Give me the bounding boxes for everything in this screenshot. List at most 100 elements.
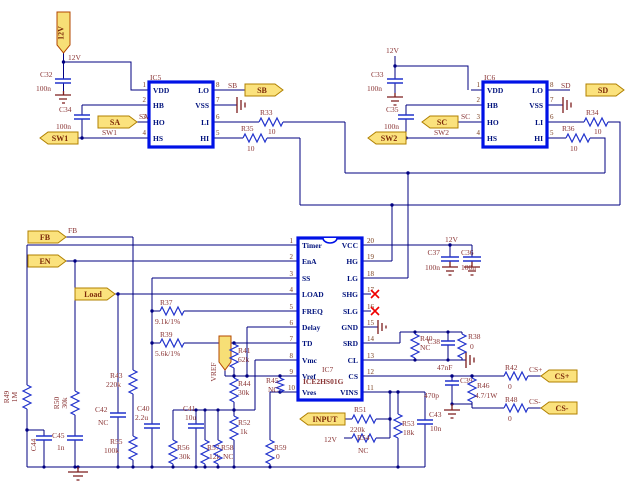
resistor-r54[interactable]: R54 NC xyxy=(351,432,377,455)
resistor-r48[interactable]: R48 0 xyxy=(503,395,529,423)
ground-icon xyxy=(464,261,480,276)
resistor-r34[interactable]: R34 10 xyxy=(583,108,609,136)
port-fb[interactable]: FB xyxy=(27,230,67,244)
capacitor-c33[interactable]: C33 100n xyxy=(367,70,403,93)
resistor-r46[interactable]: R46 4.7/1W xyxy=(466,377,498,403)
port-load[interactable]: Load xyxy=(74,287,116,301)
svg-text:14: 14 xyxy=(367,335,375,343)
resistor-r50[interactable]: R50 30k xyxy=(52,390,81,416)
capacitor-c34[interactable]: C34 100n xyxy=(56,105,90,131)
svg-text:10: 10 xyxy=(288,384,296,392)
svg-text:VDD: VDD xyxy=(487,86,504,95)
resistor-r56[interactable]: R56 30k xyxy=(167,439,191,465)
resistor-r59[interactable]: R59 0 xyxy=(264,439,287,465)
svg-text:47nF: 47nF xyxy=(437,363,452,372)
svg-text:R35: R35 xyxy=(241,124,254,133)
svg-text:CS-: CS- xyxy=(556,404,569,413)
capacitor-c36[interactable]: C36 100n xyxy=(461,248,481,272)
svg-text:LOAD: LOAD xyxy=(302,290,324,299)
capacitor-c44[interactable]: C44 xyxy=(29,435,52,452)
svg-text:EN: EN xyxy=(39,257,50,266)
svg-text:0: 0 xyxy=(508,414,512,423)
svg-text:12V: 12V xyxy=(324,435,338,444)
capacitor-c43[interactable]: C43 10n xyxy=(417,410,442,433)
port-sw1[interactable]: SW1 xyxy=(39,131,79,145)
resistor-r58[interactable]: R58 NC xyxy=(212,439,234,465)
resistor-r38[interactable]: R38 0 xyxy=(456,332,481,359)
resistor-r35[interactable]: R35 10 xyxy=(241,124,268,153)
svg-text:SC: SC xyxy=(437,118,447,127)
svg-text:C35: C35 xyxy=(386,105,399,114)
ic7-llc-controller[interactable]: IC7 ICE2HS01G 1 2 3 4 5 6 7 8 9 10 Timer… xyxy=(288,236,375,402)
ground-icon xyxy=(55,91,71,104)
port-input[interactable]: INPUT xyxy=(299,412,346,426)
port-sd[interactable]: SD xyxy=(585,83,625,97)
resistor-r42[interactable]: R42 0 xyxy=(503,363,529,391)
resistor-r44[interactable]: R44 30k xyxy=(228,377,251,403)
resistor-r43[interactable]: R43 220k xyxy=(106,369,139,395)
port-sw2[interactable]: SW2 xyxy=(367,131,407,145)
svg-text:0: 0 xyxy=(470,342,474,351)
resistor-r53[interactable]: R53 18k xyxy=(392,413,415,439)
svg-text:5: 5 xyxy=(550,129,554,137)
capacitor-c35[interactable]: C35 100n xyxy=(384,105,414,131)
port-sa[interactable]: SA xyxy=(97,115,138,129)
resistor-r33[interactable]: R33 10 xyxy=(258,108,284,136)
capacitor-c40[interactable]: C40 2.2u xyxy=(135,404,160,429)
svg-text:12V: 12V xyxy=(57,26,66,40)
port-cs-plus[interactable]: CS+ xyxy=(540,369,578,383)
resistor-r41[interactable]: R41 62k xyxy=(228,343,251,369)
port-12v-top-left[interactable]: 12V xyxy=(56,11,71,54)
resistor-r39[interactable]: R39 5.6k/1% xyxy=(155,330,185,358)
capacitor-c37[interactable]: C37 100n xyxy=(425,248,459,272)
ground-icon xyxy=(465,352,475,368)
svg-text:220k: 220k xyxy=(106,380,121,389)
capacitor-c39[interactable]: C39 470p xyxy=(424,376,473,400)
svg-text:R37: R37 xyxy=(160,298,173,307)
capacitor-c38[interactable]: C38 47nF xyxy=(427,337,455,372)
resistor-r37[interactable]: R37 9.1k/1% xyxy=(155,298,185,326)
svg-text:470p: 470p xyxy=(424,391,439,400)
svg-text:R42: R42 xyxy=(505,363,518,372)
svg-text:3: 3 xyxy=(477,113,481,121)
ic5-halfbridge-driver[interactable]: IC5 1 2 3 4 VDD HB HO HS 8 7 6 5 LO VSS … xyxy=(143,73,221,149)
svg-text:2: 2 xyxy=(477,96,481,104)
svg-text:6: 6 xyxy=(550,113,554,121)
svg-text:11: 11 xyxy=(367,384,374,392)
resistor-r52[interactable]: R52 1k xyxy=(228,415,251,441)
svg-text:4.7/1W: 4.7/1W xyxy=(475,391,498,400)
svg-text:C44: C44 xyxy=(29,439,38,452)
svg-text:R55: R55 xyxy=(110,437,123,446)
resistor-r40[interactable]: R40 NC xyxy=(409,333,433,359)
port-en[interactable]: EN xyxy=(27,254,67,268)
svg-text:VREF: VREF xyxy=(209,362,218,381)
svg-text:12V: 12V xyxy=(386,46,400,55)
svg-text:10n: 10n xyxy=(430,424,442,433)
capacitor-c42[interactable]: C42 NC xyxy=(95,405,126,427)
resistor-r57[interactable]: R57 12k xyxy=(199,439,221,465)
svg-text:SD: SD xyxy=(561,81,571,90)
port-sc[interactable]: SC xyxy=(421,115,459,129)
svg-text:9: 9 xyxy=(290,368,294,376)
resistor-r49[interactable]: R49 1M xyxy=(2,384,33,410)
ic6-halfbridge-driver[interactable]: IC6 1 2 3 4 VDD HB HO HS 8 7 6 5 LO VSS … xyxy=(477,73,555,149)
svg-text:15: 15 xyxy=(367,319,375,327)
svg-text:VINS: VINS xyxy=(340,388,358,397)
capacitor-c41[interactable]: C41 10u xyxy=(183,404,204,429)
port-sb[interactable]: SB xyxy=(244,83,284,97)
resistor-r36[interactable]: R36 10 xyxy=(562,124,591,153)
port-cs-minus[interactable]: CS- xyxy=(540,401,578,415)
svg-text:SD: SD xyxy=(598,86,608,95)
port-vref[interactable]: VREF xyxy=(209,335,232,382)
capacitor-c45[interactable]: C45 1n xyxy=(52,431,83,452)
resistor-r45[interactable]: R45 NC xyxy=(266,376,286,394)
svg-text:VDD: VDD xyxy=(153,86,170,95)
resistor-r55[interactable]: R55 100k xyxy=(104,435,139,461)
resistor-r51[interactable]: R51 220k xyxy=(350,405,377,434)
ic7-part-number: ICE2HS01G xyxy=(303,377,344,386)
svg-text:Load: Load xyxy=(84,290,102,299)
capacitor-c32[interactable]: C32 100n xyxy=(36,70,71,93)
svg-text:12V: 12V xyxy=(68,53,82,62)
